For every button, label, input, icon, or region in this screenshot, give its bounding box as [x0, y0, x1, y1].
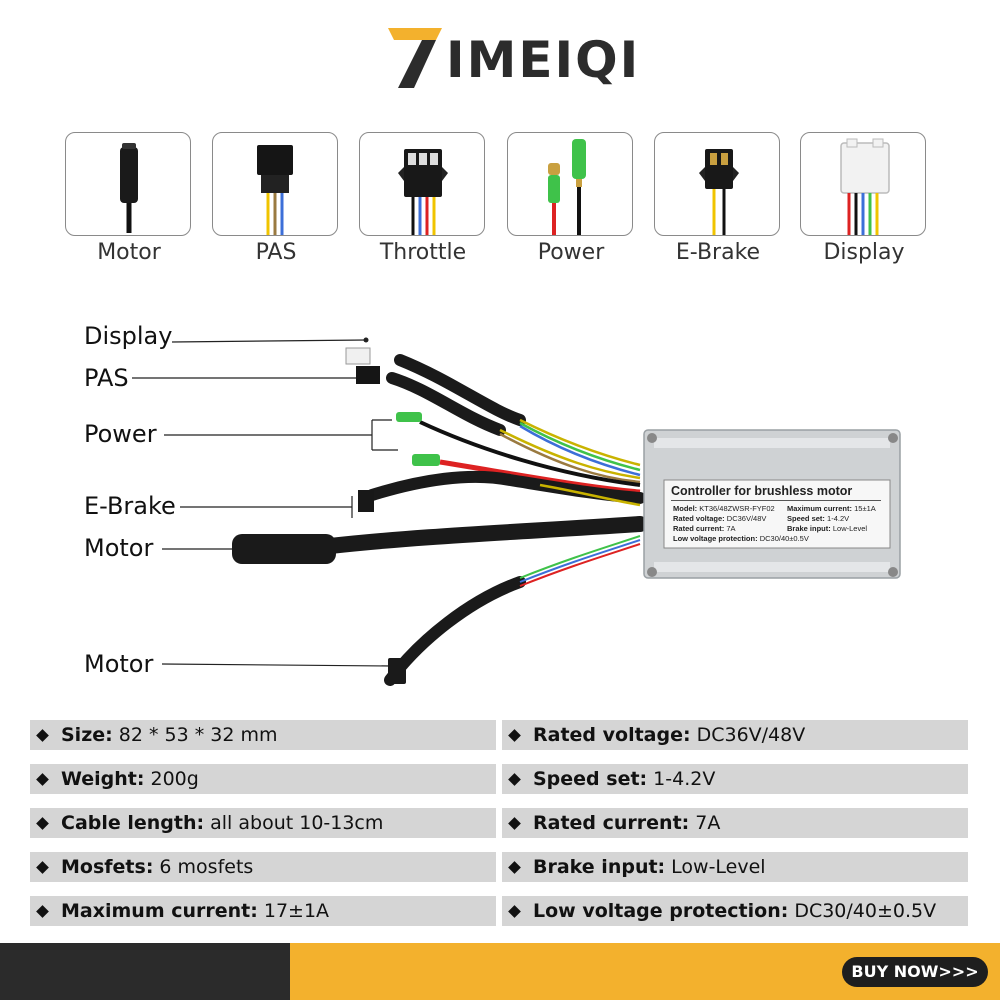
connector-card-display: Display: [800, 132, 928, 265]
spec-row-size: Size:82 * 53 * 32 mm: [30, 720, 496, 750]
connector-card-throttle: Throttle: [359, 132, 487, 265]
diagram-label-pas: PAS: [84, 364, 129, 392]
display-connector-icon: [840, 138, 890, 235]
nameplate-low-voltage: Low voltage protection: DC30/40±0.5V: [673, 534, 809, 543]
bullet-diamond-icon: [36, 860, 49, 874]
spec-row-mosfets: Mosfets:6 mosfets: [30, 852, 496, 882]
diagram-label-display: Display: [84, 322, 173, 350]
spec-row-weight: Weight:200g: [30, 764, 496, 794]
connector-card-power: Power: [507, 132, 635, 265]
nameplate-model: Model: KT36/48ZWSR-FYF02: [673, 504, 775, 513]
bullet-diamond-icon: [36, 728, 49, 742]
nameplate-title: Controller for brushless motor: [671, 484, 881, 501]
diagram-label-ebrake: E-Brake: [84, 492, 176, 520]
bullet-diamond-icon: [36, 904, 49, 918]
pas-connector-icon: [257, 145, 293, 235]
spec-row-cable-length: Cable length:all about 10-13cm: [30, 808, 496, 838]
footer-bar: BUY NOW>>>: [0, 943, 1000, 1000]
connector-label-power: Power: [537, 240, 605, 265]
nameplate-rated-voltage: Rated voltage: DC36V/48V: [673, 514, 767, 523]
diagram-label-motor-main: Motor: [84, 534, 154, 562]
connector-label-pas: PAS: [255, 240, 297, 265]
wiring-diagram: Display PAS Power E-Brake Motor Motor Co…: [0, 300, 1000, 705]
power-connector-icon: [548, 139, 586, 235]
motor-connector-icon: [120, 143, 138, 233]
connector-card-pas: PAS: [212, 132, 340, 265]
brand-logo: IMEIQI: [384, 22, 638, 92]
bullet-diamond-icon: [508, 904, 521, 918]
diagram-label-motor-hall: Motor: [84, 650, 154, 678]
spec-row-rated-current: Rated current:7A: [502, 808, 968, 838]
spec-row-brake-input: Brake input:Low-Level: [502, 852, 968, 882]
connector-image-power: [507, 132, 633, 236]
nameplate-brake-input: Brake input: Low-Level: [787, 524, 868, 533]
throttle-connector-icon: [398, 149, 448, 235]
diagram-label-power: Power: [84, 420, 157, 448]
spec-row-speed-set: Speed set:1-4.2V: [502, 764, 968, 794]
buy-now-button[interactable]: BUY NOW>>>: [842, 957, 988, 987]
ebrake-connector-icon: [699, 149, 739, 235]
nameplate-speed-set: Speed set: 1-4.2V: [787, 514, 850, 523]
connector-image-ebrake: [654, 132, 780, 236]
connector-image-pas: [212, 132, 338, 236]
connector-label-display: Display: [823, 240, 905, 265]
bullet-diamond-icon: [508, 860, 521, 874]
footer-dark-block: [0, 943, 290, 1000]
connector-image-throttle: [359, 132, 485, 236]
spec-row-low-voltage: Low voltage protection:DC30/40±0.5V: [502, 896, 968, 926]
bullet-diamond-icon: [36, 772, 49, 786]
connector-row: Motor PAS: [0, 132, 1000, 272]
connector-image-motor: [65, 132, 191, 236]
connector-image-display: [800, 132, 926, 236]
connector-label-throttle: Throttle: [379, 240, 467, 265]
logo-mark-icon: [388, 28, 442, 88]
spec-row-max-current: Maximum current:17±1A: [30, 896, 496, 926]
nameplate-rated-current: Rated current: 7A: [673, 524, 736, 533]
spec-row-rated-voltage: Rated voltage:DC36V/48V: [502, 720, 968, 750]
controller-nameplate: Controller for brushless motor Model: KT…: [667, 484, 885, 546]
logo-text: IMEIQI: [446, 31, 641, 89]
controller-wiring-illustration: [132, 337, 901, 686]
connector-label-motor: Motor: [97, 240, 161, 265]
spec-table: Size:82 * 53 * 32 mm Weight:200g Cable l…: [0, 716, 1000, 936]
bullet-diamond-icon: [508, 816, 521, 830]
connector-card-ebrake: E-Brake: [654, 132, 782, 265]
bullet-diamond-icon: [36, 816, 49, 830]
nameplate-max-current: Maximum current: 15±1A: [787, 504, 876, 513]
bullet-diamond-icon: [508, 728, 521, 742]
bullet-diamond-icon: [508, 772, 521, 786]
connector-card-motor: Motor: [65, 132, 193, 265]
connector-label-ebrake: E-Brake: [675, 240, 761, 265]
